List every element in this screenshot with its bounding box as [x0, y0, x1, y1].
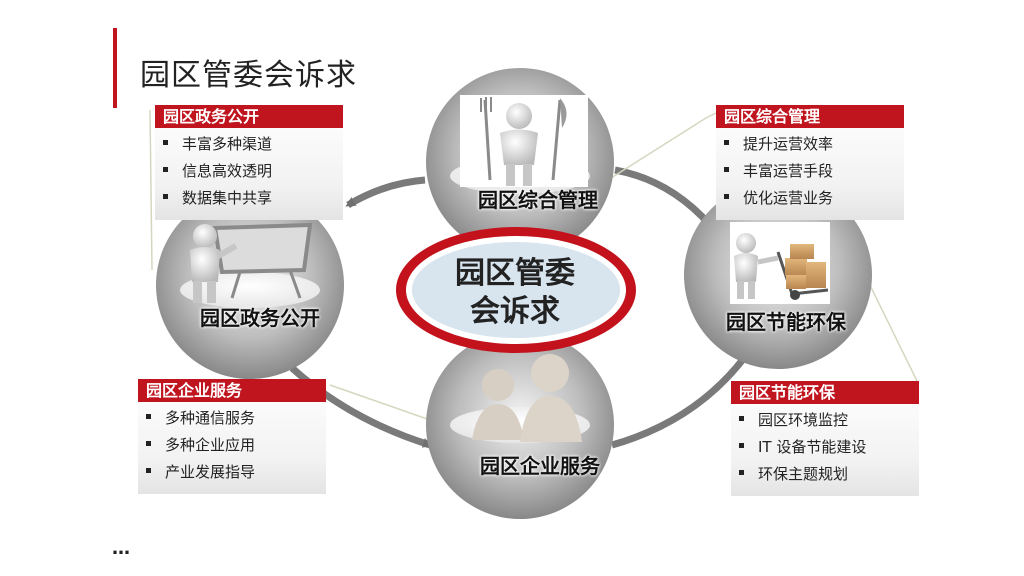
- center-oval: [396, 227, 636, 353]
- flow-arrow-top-to-right: [614, 166, 713, 228]
- node-label-bottom: 园区企业服务: [480, 454, 600, 478]
- card-gov-open: 园区政务公开 丰富多种渠道 信息高效透明 数据集中共享: [155, 105, 343, 220]
- node-label-left: 园区政务公开: [200, 306, 320, 330]
- bullet-icon: [739, 470, 744, 475]
- card-enterprise-service: 园区企业服务 多种通信服务 多种企业应用 产业发展指导: [138, 379, 326, 494]
- card-list: 多种通信服务 多种企业应用 产业发展指导: [138, 402, 326, 494]
- connector-line-left: [149, 109, 153, 271]
- node-enterprise-service: [426, 331, 614, 519]
- flow-arrow-bottom-to-right: [611, 347, 753, 449]
- card-title: 园区节能环保: [731, 381, 919, 404]
- bullet-icon: [739, 416, 744, 421]
- card-integrated-management: 园区综合管理 提升运营效率 丰富运营手段 优化运营业务: [716, 105, 904, 220]
- list-item: 信息高效透明: [163, 158, 343, 185]
- person-presentation-board-icon: [190, 222, 313, 303]
- card-title: 园区政务公开: [155, 105, 343, 128]
- center-label: 园区管委 会诉求: [420, 255, 610, 331]
- center-label-line2: 会诉求: [470, 294, 560, 329]
- connector-line-right: [864, 274, 919, 384]
- bullet-icon: [163, 167, 168, 172]
- node-integrated-management: [426, 68, 614, 256]
- bullet-icon: [724, 194, 729, 199]
- list-item: 数据集中共享: [163, 185, 343, 212]
- node-gov-open: [156, 191, 344, 379]
- list-item: 产业发展指导: [146, 459, 326, 486]
- connector-line-top: [599, 111, 719, 186]
- list-item: IT 设备节能建设: [739, 434, 919, 461]
- list-item: 多种通信服务: [146, 405, 326, 432]
- list-item: 丰富多种渠道: [163, 131, 343, 158]
- node-energy-env: [684, 181, 872, 369]
- list-item: 多种企业应用: [146, 432, 326, 459]
- bullet-icon: [724, 140, 729, 145]
- center-label-line1: 园区管委: [455, 256, 575, 291]
- card-energy-env: 园区节能环保 园区环境监控 IT 设备节能建设 环保主题规划: [731, 381, 919, 496]
- bullet-icon: [146, 414, 151, 419]
- two-people-icon: [472, 354, 582, 442]
- bullet-icon: [724, 167, 729, 172]
- person-fork-knife-icon: [480, 97, 567, 186]
- page-title: 园区管委会诉求: [140, 58, 357, 93]
- bullet-icon: [146, 441, 151, 446]
- list-item: 园区环境监控: [739, 407, 919, 434]
- bullet-icon: [146, 468, 151, 473]
- connector-line-bottom: [329, 384, 431, 421]
- person-hand-truck-boxes-icon: [734, 233, 829, 300]
- card-list: 提升运营效率 丰富运营手段 优化运营业务: [716, 128, 904, 220]
- node-label-right: 园区节能环保: [726, 310, 846, 334]
- list-item: 提升运营效率: [724, 131, 904, 158]
- title-accent-bar: [113, 28, 117, 108]
- card-title: 园区企业服务: [138, 379, 326, 402]
- bullet-icon: [739, 443, 744, 448]
- bullet-icon: [163, 140, 168, 145]
- bullet-icon: [163, 194, 168, 199]
- card-list: 丰富多种渠道 信息高效透明 数据集中共享: [155, 128, 343, 220]
- flow-arrow-top-to-left: [345, 176, 426, 209]
- list-item: 丰富运营手段: [724, 158, 904, 185]
- node-label-top: 园区综合管理: [478, 188, 598, 212]
- list-item: 环保主题规划: [739, 461, 919, 488]
- list-item: 优化运营业务: [724, 185, 904, 212]
- card-list: 园区环境监控 IT 设备节能建设 环保主题规划: [731, 404, 919, 496]
- continuation-ellipsis: …: [112, 538, 130, 559]
- card-title: 园区综合管理: [716, 105, 904, 128]
